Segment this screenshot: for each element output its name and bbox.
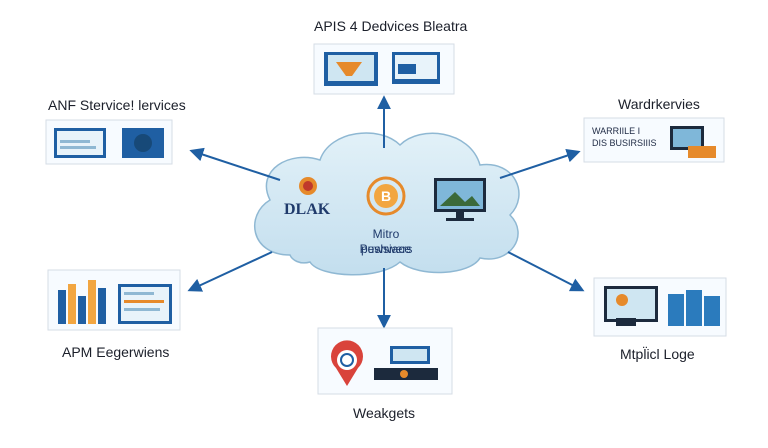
top-left-card [45, 119, 173, 165]
card-text-2: DIS BUSIRSIIIS [592, 138, 657, 148]
bottom-right-card [593, 277, 727, 337]
bottom-right-node-label: Mtpl̈icl Loge [620, 346, 695, 362]
top-node-label: APIS 4 Dedvices Bleatra [314, 18, 468, 34]
arrow-bottom-left [187, 251, 273, 292]
logo-icon [299, 177, 317, 195]
arrow-top-left [189, 147, 281, 181]
monitor-icon [434, 178, 486, 221]
top-left-node-label: ANF Stervice! lervices [48, 97, 186, 113]
top-card [313, 43, 455, 95]
top-right-card: WARRIILE I DIS BUSIRSIIIS [583, 117, 725, 163]
arrow-top-right [499, 148, 581, 179]
bitcoin-icon: B [366, 176, 406, 216]
cloud-label-line1: Mitro pewsiace [360, 227, 412, 256]
connector-arrows [187, 95, 585, 329]
refresh-pin-icon [331, 340, 364, 386]
bottom-left-node-label: APM Eegerwiens [62, 344, 170, 360]
cloud-logo-text: DLAK [284, 201, 331, 218]
card-text-1: WARRIILE I [592, 126, 640, 136]
svg-text:B: B [381, 188, 391, 204]
cloud-label-line2: Pushwers [359, 242, 413, 256]
bottom-node-label: Weakgets [353, 405, 415, 421]
bottom-left-card [47, 269, 181, 331]
top-right-node-label: Wardrkervies [618, 96, 700, 112]
bottom-card [317, 327, 453, 395]
arrow-bottom-right [507, 251, 585, 292]
